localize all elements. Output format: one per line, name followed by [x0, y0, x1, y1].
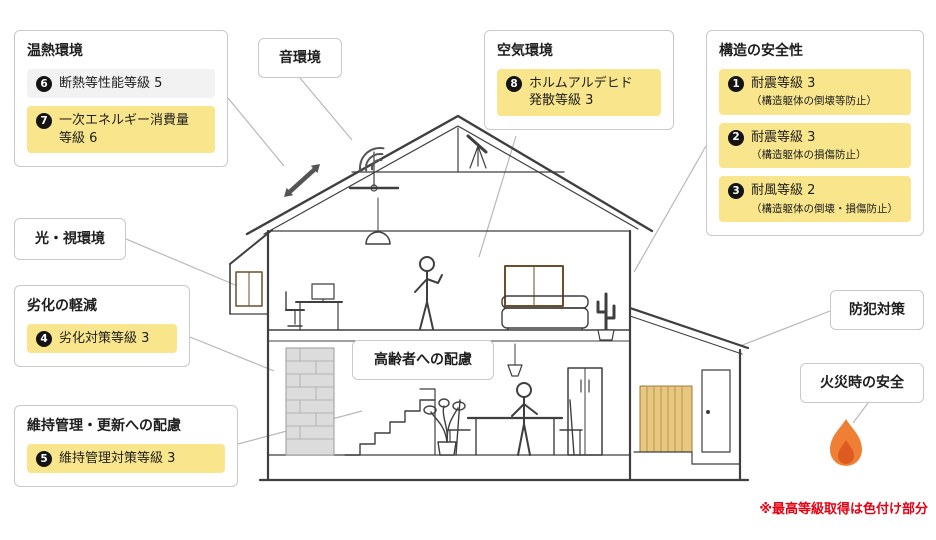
- dining-table: [447, 399, 583, 456]
- structural-safety-box: 構造の安全性 1 耐震等級 3 （構造躯体の倒壊等防止） 2 耐震等級 3 （構…: [706, 30, 924, 236]
- insulation-grade-label: 断熱等性能等級 5: [59, 75, 163, 91]
- maintenance-grade-label: 維持管理対策等級 3: [59, 450, 176, 466]
- sound-environment-box: 音環境: [258, 38, 342, 78]
- shoe-cabinet: [639, 385, 693, 453]
- maintenance-grade-item: 5 維持管理対策等級 3: [27, 443, 225, 474]
- badge-7: 7: [36, 113, 52, 130]
- insulation-grade-item: 6 断熱等性能等級 5: [27, 68, 215, 99]
- pendant-light-1f: [507, 343, 523, 377]
- badge-2: 2: [728, 129, 744, 146]
- energy-consumption-grade-item: 7 一次エネルギー消費量 等級 6: [27, 106, 215, 154]
- tall-cabinet: [567, 367, 603, 456]
- seismic-grade-damage-item: 2 耐震等級 3 （構造躯体の損傷防止）: [719, 122, 911, 169]
- thermal-environment-box: 温熱環境 6 断熱等性能等級 5 7 一次エネルギー消費量 等級 6: [14, 30, 228, 168]
- roof: [245, 114, 654, 236]
- wind-grade-sub: （構造躯体の倒壊・損傷防止）: [751, 202, 898, 215]
- seismic-grade-collapse-sub: （構造躯体の倒壊等防止）: [751, 95, 877, 108]
- pendant-light-2f: [365, 197, 391, 245]
- telescope: [466, 134, 488, 169]
- seismic-grade-damage-sub: （構造躯体の損傷防止）: [751, 149, 867, 162]
- crime-prevention-box: 防犯対策: [830, 290, 924, 330]
- elderly-consideration-box: 高齢者への配慮: [352, 340, 494, 380]
- formaldehyde-grade-item: 8 ホルムアルデヒド 発散等級 3: [497, 68, 661, 116]
- seismic-grade-damage-label: 耐震等級 3: [751, 129, 816, 145]
- badge-3: 3: [728, 183, 744, 200]
- sofa: [501, 295, 589, 331]
- stairs: [344, 388, 436, 456]
- light-visual-environment-box: 光・視環境: [14, 218, 126, 260]
- left-annex: [229, 229, 273, 315]
- thermal-environment-title: 温熱環境: [27, 43, 83, 59]
- person-1f: [511, 382, 538, 456]
- air-environment-box: 空気環境 8 ホルムアルデヒド 発散等級 3: [484, 30, 674, 130]
- deterioration-mitigation-title: 劣化の軽減: [27, 298, 97, 314]
- upper-window: [504, 265, 564, 307]
- double-arrow-icon: [284, 164, 320, 197]
- deterioration-grade-item: 4 劣化対策等級 3: [27, 323, 177, 354]
- flame-icon: [830, 419, 862, 466]
- person-2f: [414, 256, 443, 330]
- structural-safety-title: 構造の安全性: [719, 43, 803, 59]
- wind-grade-item: 3 耐風等級 2 （構造躯体の倒壊・損傷防止）: [719, 176, 911, 222]
- entry-door: [701, 369, 731, 453]
- wind-grade-label: 耐風等級 2: [751, 183, 816, 199]
- formaldehyde-grade-label: ホルムアルデヒド 発散等級 3: [529, 75, 633, 109]
- crime-prevention-title: 防犯対策: [849, 301, 905, 318]
- foundation-pier: [285, 347, 335, 456]
- desk-area: [285, 283, 343, 331]
- cactus-plant: [596, 292, 616, 341]
- maintenance-box: 維持管理・更新への配慮 5 維持管理対策等級 3: [14, 405, 238, 488]
- ceiling-fan: [348, 151, 400, 192]
- badge-1: 1: [728, 75, 744, 92]
- elderly-consideration-title: 高齢者への配慮: [374, 351, 472, 368]
- deterioration-grade-label: 劣化対策等級 3: [59, 330, 150, 346]
- badge-5: 5: [36, 450, 52, 467]
- sound-waves-icon: [358, 146, 385, 173]
- seismic-grade-collapse-label: 耐震等級 3: [751, 75, 816, 91]
- badge-6: 6: [36, 75, 52, 92]
- fire-safety-title: 火災時の安全: [820, 374, 904, 391]
- light-visual-environment-title: 光・視環境: [35, 230, 105, 247]
- right-annex: [628, 306, 750, 482]
- fire-safety-box: 火災時の安全: [800, 363, 924, 403]
- houseplant: [423, 398, 466, 456]
- air-environment-title: 空気環境: [497, 43, 553, 59]
- badge-8: 8: [506, 75, 522, 92]
- sound-environment-title: 音環境: [279, 49, 321, 66]
- seismic-grade-collapse-item: 1 耐震等級 3 （構造躯体の倒壊等防止）: [719, 68, 911, 115]
- highest-grade-note: ※最高等級取得は色付け部分: [759, 502, 928, 517]
- badge-4: 4: [36, 330, 52, 347]
- deterioration-mitigation-box: 劣化の軽減 4 劣化対策等級 3: [14, 285, 190, 368]
- energy-consumption-grade-label: 一次エネルギー消費量 等級 6: [59, 113, 190, 146]
- maintenance-title: 維持管理・更新への配慮: [27, 418, 181, 434]
